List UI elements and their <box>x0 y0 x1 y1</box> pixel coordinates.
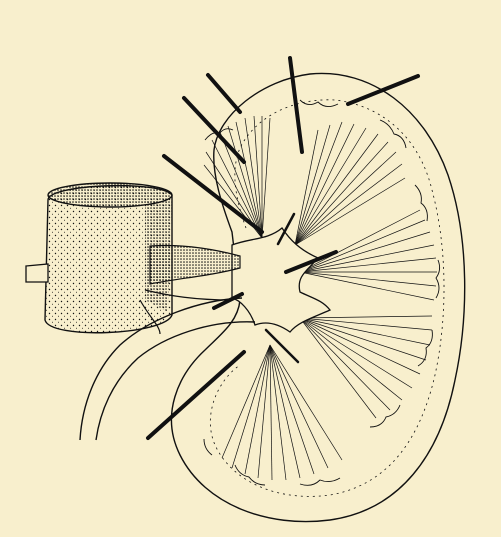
pyramid-lower <box>222 345 342 480</box>
renal-pelvis <box>232 228 330 332</box>
pointer-6 <box>148 352 244 438</box>
pyramid-right <box>300 210 437 300</box>
pyramid-lower-right <box>300 316 432 418</box>
pyramid-upper-left <box>204 116 270 238</box>
pointer-4 <box>290 58 302 152</box>
vena-cava-segment <box>26 183 172 334</box>
pointer-5 <box>348 76 418 104</box>
pointer-1 <box>208 75 240 112</box>
pointer-3 <box>164 156 262 232</box>
